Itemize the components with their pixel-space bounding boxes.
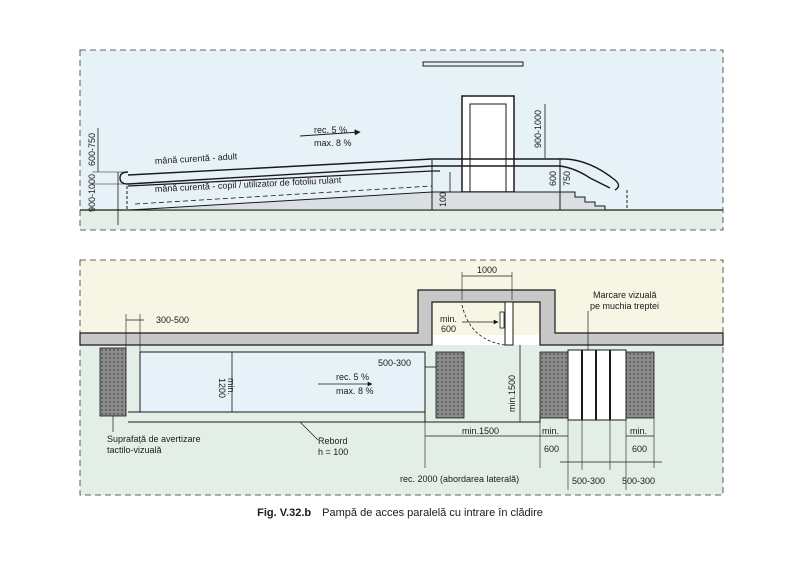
tactile-label-1: Suprafață de avertizare bbox=[107, 434, 201, 444]
ramp-hatch bbox=[134, 185, 433, 205]
dim-1000: 1000 bbox=[477, 265, 497, 275]
elevation-view: rec. 5 % max. 8 % mână curentă - adult m… bbox=[79, 49, 724, 231]
curb-label-1: Rebord bbox=[318, 436, 348, 446]
ramp-slab bbox=[129, 191, 433, 211]
handrail-adult bbox=[119, 165, 611, 189]
dim-600: 600 bbox=[548, 171, 558, 186]
dim-500-300-upper: 500-300 bbox=[378, 358, 411, 368]
tactile-pad-stair-right bbox=[625, 351, 655, 419]
plan-interior bbox=[80, 260, 723, 335]
leader bbox=[299, 421, 319, 441]
plan-view: 1000 min. 600 Marcare vizuală pe muchia … bbox=[79, 259, 724, 496]
curb bbox=[128, 411, 426, 423]
stairs bbox=[559, 191, 606, 211]
dim-min600-b: 600 bbox=[441, 324, 456, 334]
elev-slope-max: max. 8 % bbox=[314, 138, 352, 148]
door-plan bbox=[504, 301, 514, 346]
dim-100: 100 bbox=[438, 192, 448, 207]
dim-min600-left-a: min. bbox=[542, 426, 559, 436]
dim-min600-right-b: 600 bbox=[632, 444, 647, 454]
landing-platform bbox=[431, 191, 561, 211]
dim-900-1000-left: 900-1000 bbox=[87, 174, 97, 212]
label-handrail-adult: mână curentă - adult bbox=[155, 151, 238, 166]
tactile-label-2: tactilo-vizuală bbox=[107, 445, 162, 455]
dim-min600-a: min. bbox=[440, 314, 457, 324]
dim-300-500: 300-500 bbox=[156, 315, 189, 325]
elevation-frame bbox=[79, 49, 724, 231]
door-swing bbox=[461, 304, 506, 346]
plan-slope-rec: rec. 5 % bbox=[336, 372, 369, 382]
caption-text: Pampă de acces paralelă cu intrare în cl… bbox=[322, 507, 543, 519]
dim-900-1000-right: 900-1000 bbox=[533, 110, 543, 148]
dim-min1500-h: min.1500 bbox=[462, 426, 499, 436]
building-wall bbox=[79, 289, 724, 346]
caption-number: Fig. V.32.b bbox=[257, 507, 312, 519]
dim-500-300-b: 500-300 bbox=[622, 476, 655, 486]
tactile-pad-landing bbox=[435, 351, 465, 419]
plan-frame bbox=[79, 259, 724, 496]
dim-min1500-v: min.1500 bbox=[507, 375, 517, 412]
plan-slope-max: max. 8 % bbox=[336, 386, 374, 396]
dim-600-750-left: 600-750 bbox=[87, 133, 97, 166]
tactile-pad-stair-left bbox=[539, 351, 569, 419]
slope-arrow bbox=[299, 129, 361, 137]
elevation-ground bbox=[80, 210, 723, 230]
dim-500-300-a: 500-300 bbox=[572, 476, 605, 486]
tactile-pad-left bbox=[99, 347, 127, 417]
canopy bbox=[422, 61, 524, 67]
dim-min600-left-b: 600 bbox=[544, 444, 559, 454]
ramp-plan bbox=[139, 351, 426, 413]
dim-min-1200-min: min. bbox=[226, 378, 236, 395]
visual-mark-2: pe muchia treptei bbox=[590, 301, 659, 311]
dim-750: 750 bbox=[562, 171, 572, 186]
curb-label-2: h = 100 bbox=[318, 447, 348, 457]
dim-min600-right-a: min. bbox=[630, 426, 647, 436]
door-frame bbox=[461, 95, 515, 193]
door-handle bbox=[499, 311, 505, 329]
rec-2000: rec. 2000 (abordarea laterală) bbox=[400, 474, 519, 484]
dim-1200: 1200 bbox=[217, 378, 227, 398]
figure-caption: Fig. V.32.b Pampă de acces paralelă cu i… bbox=[0, 507, 800, 519]
elev-slope-rec: rec. 5 % bbox=[314, 125, 347, 135]
handrail-adult-inner bbox=[127, 158, 620, 191]
visual-mark-1: Marcare vizuală bbox=[593, 290, 657, 300]
